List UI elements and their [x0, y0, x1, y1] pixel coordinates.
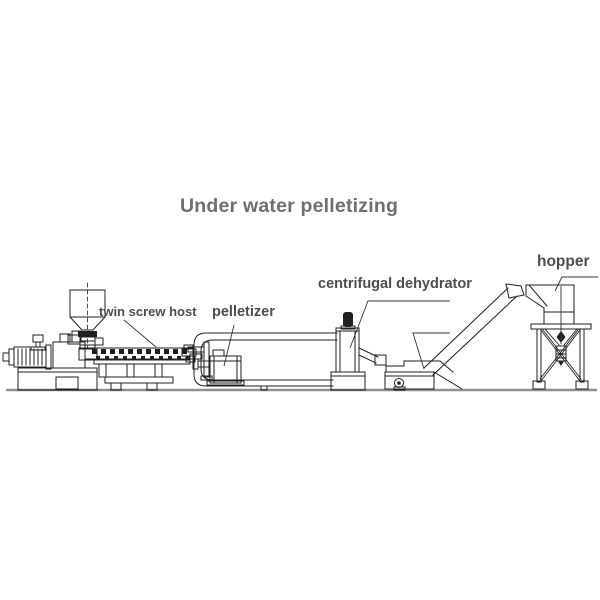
- label-hopper: hopper: [537, 253, 590, 270]
- leader-hopper: [554, 276, 598, 292]
- label-pelletizer: pelletizer: [212, 304, 275, 320]
- leader-pelletizer: [223, 324, 235, 367]
- centrifugal-dehydrator-machine: [330, 312, 387, 391]
- twin-screw-extruder: [2, 282, 197, 391]
- pelletizer-machine: [192, 349, 245, 386]
- pellet-conveying-pipe: [423, 283, 525, 376]
- diagram-title: Under water pelletizing: [180, 195, 399, 217]
- storage-hopper: [525, 284, 592, 390]
- leader-twin-screw-host: [123, 319, 157, 348]
- label-twin-screw-host: twin screw host: [99, 304, 197, 319]
- leader-screen: [412, 332, 450, 370]
- leader-lines: [123, 276, 598, 370]
- vibrating-screen: [384, 360, 463, 391]
- label-centrifugal-dehydrator: centrifugal dehydrator: [318, 276, 472, 292]
- leader-centrifugal-dehydrator: [349, 300, 450, 349]
